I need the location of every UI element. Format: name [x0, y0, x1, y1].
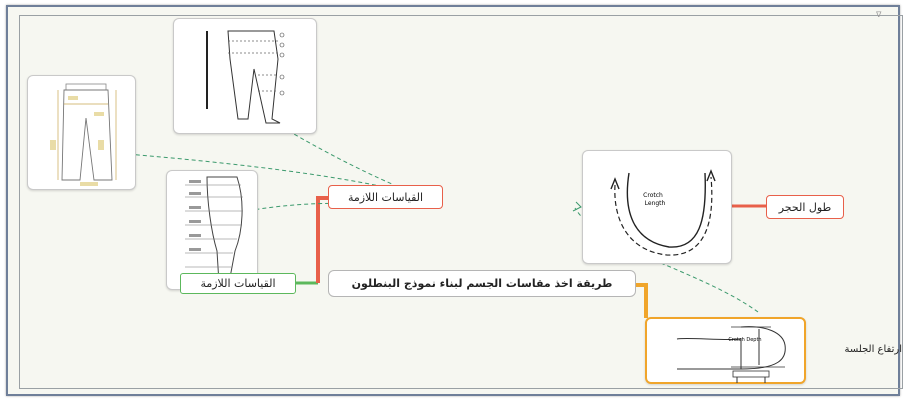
node-required-measurements-upper[interactable]: القياسات اللازمة: [328, 185, 443, 209]
central-topic[interactable]: طريقة اخذ مقاسات الجسم لبناء نموذج البنط…: [328, 270, 636, 297]
mindmap-canvas-frame: [6, 5, 903, 396]
seat-label: Crotch Depth: [728, 337, 761, 343]
pants-front-diagram[interactable]: [27, 75, 136, 190]
pants-side-diagram[interactable]: [173, 18, 317, 134]
seat-height-diagram[interactable]: Crotch Depth: [645, 317, 806, 384]
mindmap-canvas: [19, 15, 903, 389]
crotch-length-diagram[interactable]: Crotch Length: [582, 150, 732, 264]
crotch-label-line1: Crotch: [643, 192, 663, 199]
connector-upper-branch: [316, 196, 328, 283]
collapse-toggle-icon[interactable]: ᐁ: [876, 10, 882, 19]
connector-seat-height: [636, 283, 648, 318]
leg-measurement-diagram[interactable]: [166, 170, 258, 290]
node-label: القياسات اللازمة: [347, 190, 424, 204]
node-label: طول الحجر: [778, 200, 832, 214]
dashed-link-pants-side: [269, 119, 393, 185]
dashed-link-pants-front: [114, 152, 381, 187]
node-seat-height[interactable]: ارتفاع الجلسة: [836, 344, 902, 355]
node-crotch-length[interactable]: طول الحجر: [766, 195, 844, 219]
node-label: القياسات اللازمة: [200, 277, 276, 290]
node-required-measurements-left[interactable]: القياسات اللازمة: [180, 273, 296, 294]
node-label: ارتفاع الجلسة: [844, 344, 902, 355]
crotch-label-line2: Length: [645, 200, 666, 207]
central-topic-label: طريقة اخذ مقاسات الجسم لبناء نموذج البنط…: [351, 277, 613, 290]
arrowhead: [572, 201, 582, 212]
